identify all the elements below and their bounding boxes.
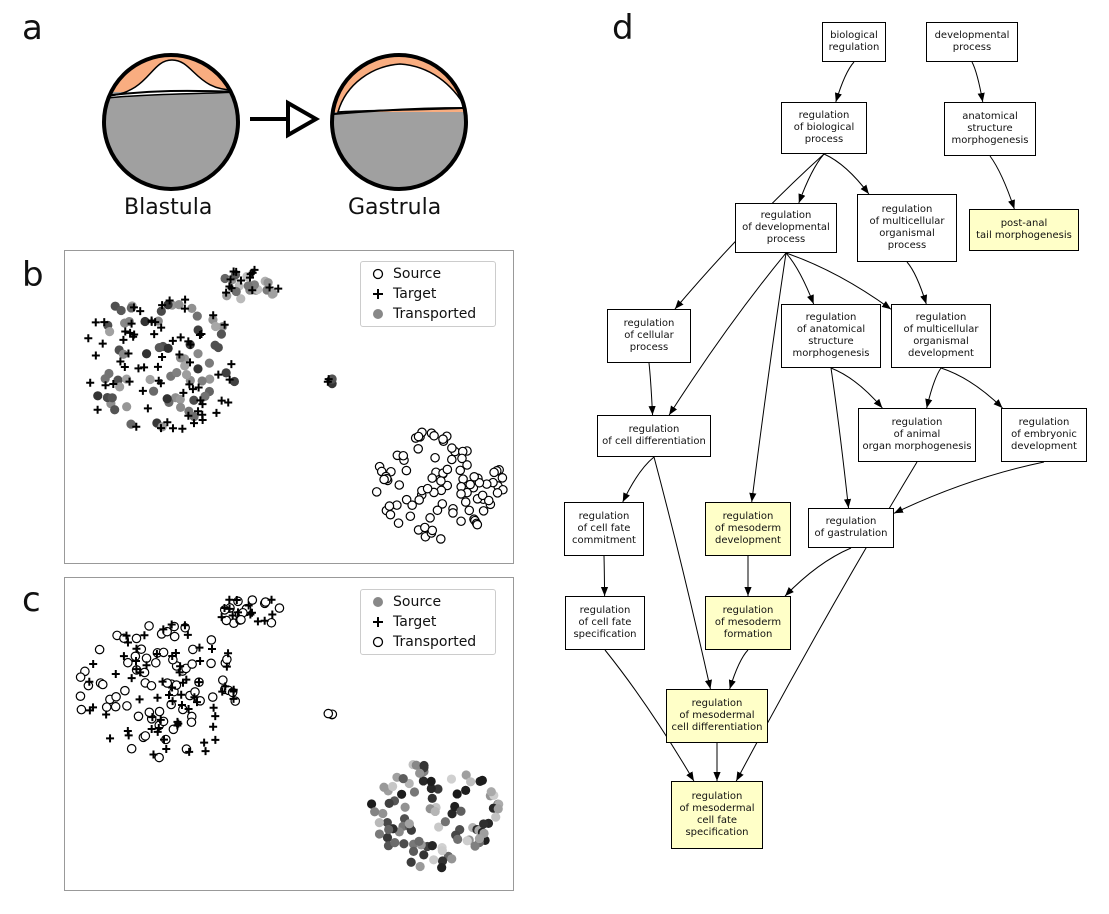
graph-node: regulation of multicellular organismal p…: [857, 194, 957, 262]
graph-edge: [834, 61, 855, 103]
graph-edge: [728, 649, 749, 690]
panel-label-c: c: [22, 580, 41, 620]
legend-item-source: Source: [367, 592, 489, 612]
graph-edge: [893, 461, 1045, 514]
embryo-illustration: [102, 53, 468, 191]
graph-node: regulation of mesoderm formation: [705, 596, 791, 650]
open-circle-icon: [367, 268, 389, 280]
graph-edge: [798, 153, 825, 204]
graph-node: regulation of multicellular organismal d…: [891, 304, 991, 368]
graph-edge: [622, 456, 655, 503]
graph-edge: [940, 367, 1003, 409]
graph-edge: [648, 362, 656, 416]
blastula-cavity: [107, 59, 238, 99]
graph-edge: [906, 261, 928, 305]
graph-edge: [925, 367, 942, 409]
graph-node: regulation of embryonic development: [1001, 408, 1087, 462]
legend-label: Target: [393, 614, 437, 630]
graph-node: regulation of anatomical structure morph…: [781, 304, 881, 368]
blastula-label: Blastula: [124, 195, 213, 220]
graph-edge: [785, 252, 892, 310]
filled-circle-icon: [367, 308, 389, 320]
graph-node: regulation of developmental process: [735, 203, 837, 253]
graph-node: regulation of cell fate specification: [565, 596, 645, 650]
plus-icon: [367, 616, 389, 628]
graph-node: biological regulation: [822, 22, 886, 62]
plus-icon: [367, 288, 389, 300]
gastrula-label: Gastrula: [348, 195, 442, 220]
graph-edge: [784, 547, 852, 597]
legend-label: Transported: [393, 634, 477, 650]
graph-edge: [971, 61, 985, 103]
graph-node: regulation of cell fate commitment: [564, 502, 644, 556]
legend-label: Source: [393, 266, 442, 282]
graph-edge: [749, 252, 787, 503]
graph-node: regulation of mesoderm development: [705, 502, 791, 556]
graph-node: anatomical structure morphogenesis: [944, 102, 1036, 156]
legend-label: Source: [393, 594, 442, 610]
graph-node: regulation of biological process: [781, 102, 867, 154]
legend-b: Source Target Transported: [360, 261, 496, 327]
graph-edge: [785, 252, 815, 305]
graph-node: developmental process: [926, 22, 1018, 62]
legend-label: Target: [393, 286, 437, 302]
graph-edge: [668, 252, 787, 416]
panel-label-a: a: [22, 8, 43, 48]
legend-c: Source Target Transported: [360, 589, 496, 655]
filled-circle-icon: [367, 596, 389, 608]
graph-node: regulation of mesodermal cell differenti…: [666, 689, 768, 743]
graph-edge: [830, 367, 883, 409]
legend-item-source: Source: [367, 264, 489, 284]
graph-edge: [653, 456, 712, 690]
graph-node: regulation of animal organ morphogenesis: [858, 408, 976, 462]
graph-node: regulation of cell differentiation: [597, 415, 711, 457]
panel-label-b: b: [22, 255, 44, 295]
legend-item-target: Target: [367, 284, 489, 304]
legend-item-transported: Transported: [367, 304, 489, 324]
arrow-icon: [250, 99, 321, 139]
graph-edge: [604, 649, 695, 782]
panel-label-d: d: [612, 8, 634, 48]
graph-node: regulation of mesodermal cell fate speci…: [671, 781, 763, 849]
legend-item-target: Target: [367, 612, 489, 632]
graph-node: regulation of cellular process: [607, 309, 691, 363]
legend-label: Transported: [393, 306, 477, 322]
graph-edge: [823, 153, 870, 195]
graph-node: regulation of gastrulation: [808, 508, 894, 548]
graph-node: post-anal tail morphogenesis: [969, 209, 1079, 251]
open-circle-icon: [367, 636, 389, 648]
graph-edge: [830, 367, 852, 509]
graph-edge: [989, 155, 1015, 210]
graph-edge: [600, 555, 609, 597]
blastula-embryo: [102, 53, 240, 191]
legend-item-transported: Transported: [367, 632, 489, 652]
